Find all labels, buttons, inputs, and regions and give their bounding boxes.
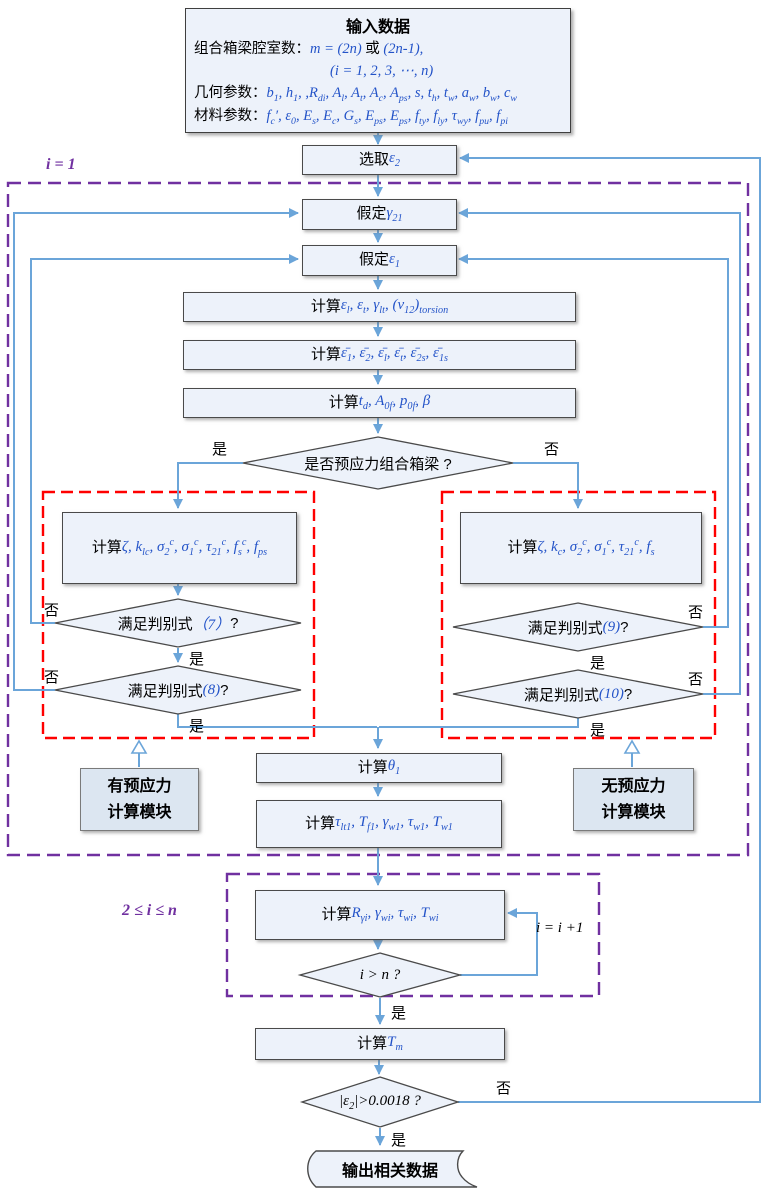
node-module-nonprestressed: 无预应力 计算模块 xyxy=(573,768,694,831)
flow-arrows xyxy=(13,127,761,1146)
module-prestressed-line1: 有预应力 xyxy=(107,777,172,795)
node-output-data: 输出相关数据 xyxy=(300,1150,480,1188)
decision-check8-text: 满足判别式 (8) ? xyxy=(127,681,229,700)
label-yes-i-gt-n: 是 xyxy=(391,1005,407,1022)
decision-prestress-text: 是否预应力组合箱梁 ? xyxy=(304,455,452,473)
region-label-i-range: 2 ≤ i ≤ n xyxy=(122,902,177,919)
hollow-arrow-right xyxy=(623,739,641,754)
decision-i-gt-n-text: i > n ? xyxy=(359,966,401,983)
diamond-prestress xyxy=(242,436,514,490)
label-no-eps2: 否 xyxy=(496,1080,512,1097)
label-yes-check10: 是 xyxy=(590,722,606,739)
label-yes-check8: 是 xyxy=(189,718,205,735)
module-nonprestressed-line2: 计算模块 xyxy=(601,803,666,821)
node-calc-td: 计算 td, A0f, p0f, β xyxy=(183,388,576,418)
output-shape xyxy=(307,1150,478,1188)
label-no-prestress: 否 xyxy=(544,441,560,458)
diamond-check8 xyxy=(54,665,302,715)
hollow-arrow-left xyxy=(130,739,148,754)
diamond-check7 xyxy=(54,598,302,648)
node-module-prestressed: 有预应力 计算模块 xyxy=(80,768,199,831)
node-calc-theta1: 计算 θ1 xyxy=(256,753,502,783)
diamond-eps2-check xyxy=(299,1076,461,1128)
node-calc-nonprestressed: 计算 ζ, kc, σ2c, σ1c, τ21c, fs xyxy=(460,512,702,584)
node-calc-strains: 计算 εl, εt, γlt, (ν12)torsion xyxy=(183,292,576,322)
decision-check7-text: 满足判别式 （7） ? xyxy=(117,614,239,633)
diamond-check10 xyxy=(452,669,704,719)
label-yes-check9: 是 xyxy=(590,655,606,672)
input-line-geometry: 几何参数：b1, h1, ,Rdi, Al, At, Ac, Aps, s, t… xyxy=(194,84,517,104)
label-yes-eps2: 是 xyxy=(391,1132,407,1149)
output-label: 输出相关数据 xyxy=(341,1163,438,1180)
label-no-check7: 否 xyxy=(44,602,60,619)
decision-check10-text: 满足判别式 (10) ? xyxy=(523,685,633,704)
diamond-check9 xyxy=(452,602,704,652)
node-calc-avg-strains: 计算 ε̄1, ε̄2, ε̄l, ε̄t, ε̄2s, ε̄1s xyxy=(183,340,576,370)
input-line-material: 材料参数：fc′, ε0, Es, Ec, Gs, Eps, Eps, fty,… xyxy=(194,108,508,128)
label-no-check10: 否 xyxy=(688,671,704,688)
region-label-i1: i = 1 xyxy=(46,156,76,173)
label-yes-prestress: 是 xyxy=(212,441,228,458)
node-select-eps2: 选取 ε2 xyxy=(302,145,457,175)
loop-increment-label: i = i +1 xyxy=(536,920,584,936)
input-line-index: (i = 1, 2, 3, ⋯, n) xyxy=(330,62,434,79)
decision-check9-text: 满足判别式 (9) ? xyxy=(527,618,629,637)
label-yes-check7: 是 xyxy=(189,651,205,668)
node-assume-eps1: 假定 ε1 xyxy=(302,245,457,276)
node-calc-prestressed: 计算 ζ, klc, σ2c, σ1c, τ21c, fsc, fps xyxy=(62,512,297,584)
decision-eps2-text: |ε2|>0.0018 ? xyxy=(339,1092,421,1112)
node-input-data: 输入数据 组合箱梁腔室数：m = (2n) 或 (2n-1), (i = 1, … xyxy=(185,8,571,133)
node-calc-tm: 计算 Tm xyxy=(255,1028,505,1060)
decision-diamonds xyxy=(54,436,704,1128)
node-assume-gamma21: 假定 γ21 xyxy=(302,199,457,230)
label-no-check9: 否 xyxy=(688,604,704,621)
region-i-loop-border xyxy=(225,872,601,998)
diamond-i-gt-n xyxy=(297,952,463,998)
label-no-check8: 否 xyxy=(44,669,60,686)
module-nonprestressed-line1: 无预应力 xyxy=(601,777,666,795)
input-title: 输入数据 xyxy=(345,19,410,36)
input-line-cavities: 组合箱梁腔室数：m = (2n) 或 (2n-1), xyxy=(194,41,424,57)
module-prestressed-line2: 计算模块 xyxy=(107,803,172,821)
